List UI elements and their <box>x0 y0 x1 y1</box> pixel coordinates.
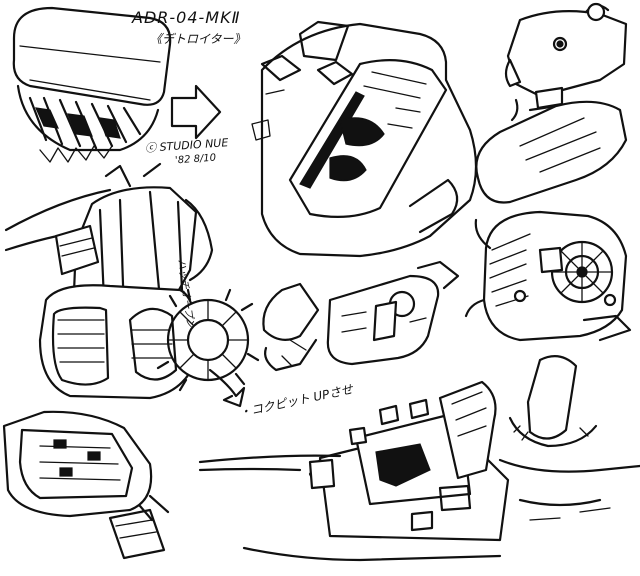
model-code-label: ADR-04-MKⅡ <box>132 8 241 27</box>
hatch-open-sketch <box>198 380 510 562</box>
fan-housing-sketch <box>464 210 632 342</box>
floor-panel-sketch <box>2 410 170 560</box>
cockpit-pod-open-sketch <box>251 20 478 258</box>
strut-joint-sketch <box>498 355 640 521</box>
canopy-closed-sketch <box>12 6 172 163</box>
arrow-icon <box>170 84 222 140</box>
control-unit-sketch <box>475 2 628 204</box>
model-name-label: 《デトロイター》 <box>150 32 246 46</box>
interior-parts-sketch <box>262 260 460 372</box>
cockpit-pod-side-sketch <box>4 162 260 408</box>
